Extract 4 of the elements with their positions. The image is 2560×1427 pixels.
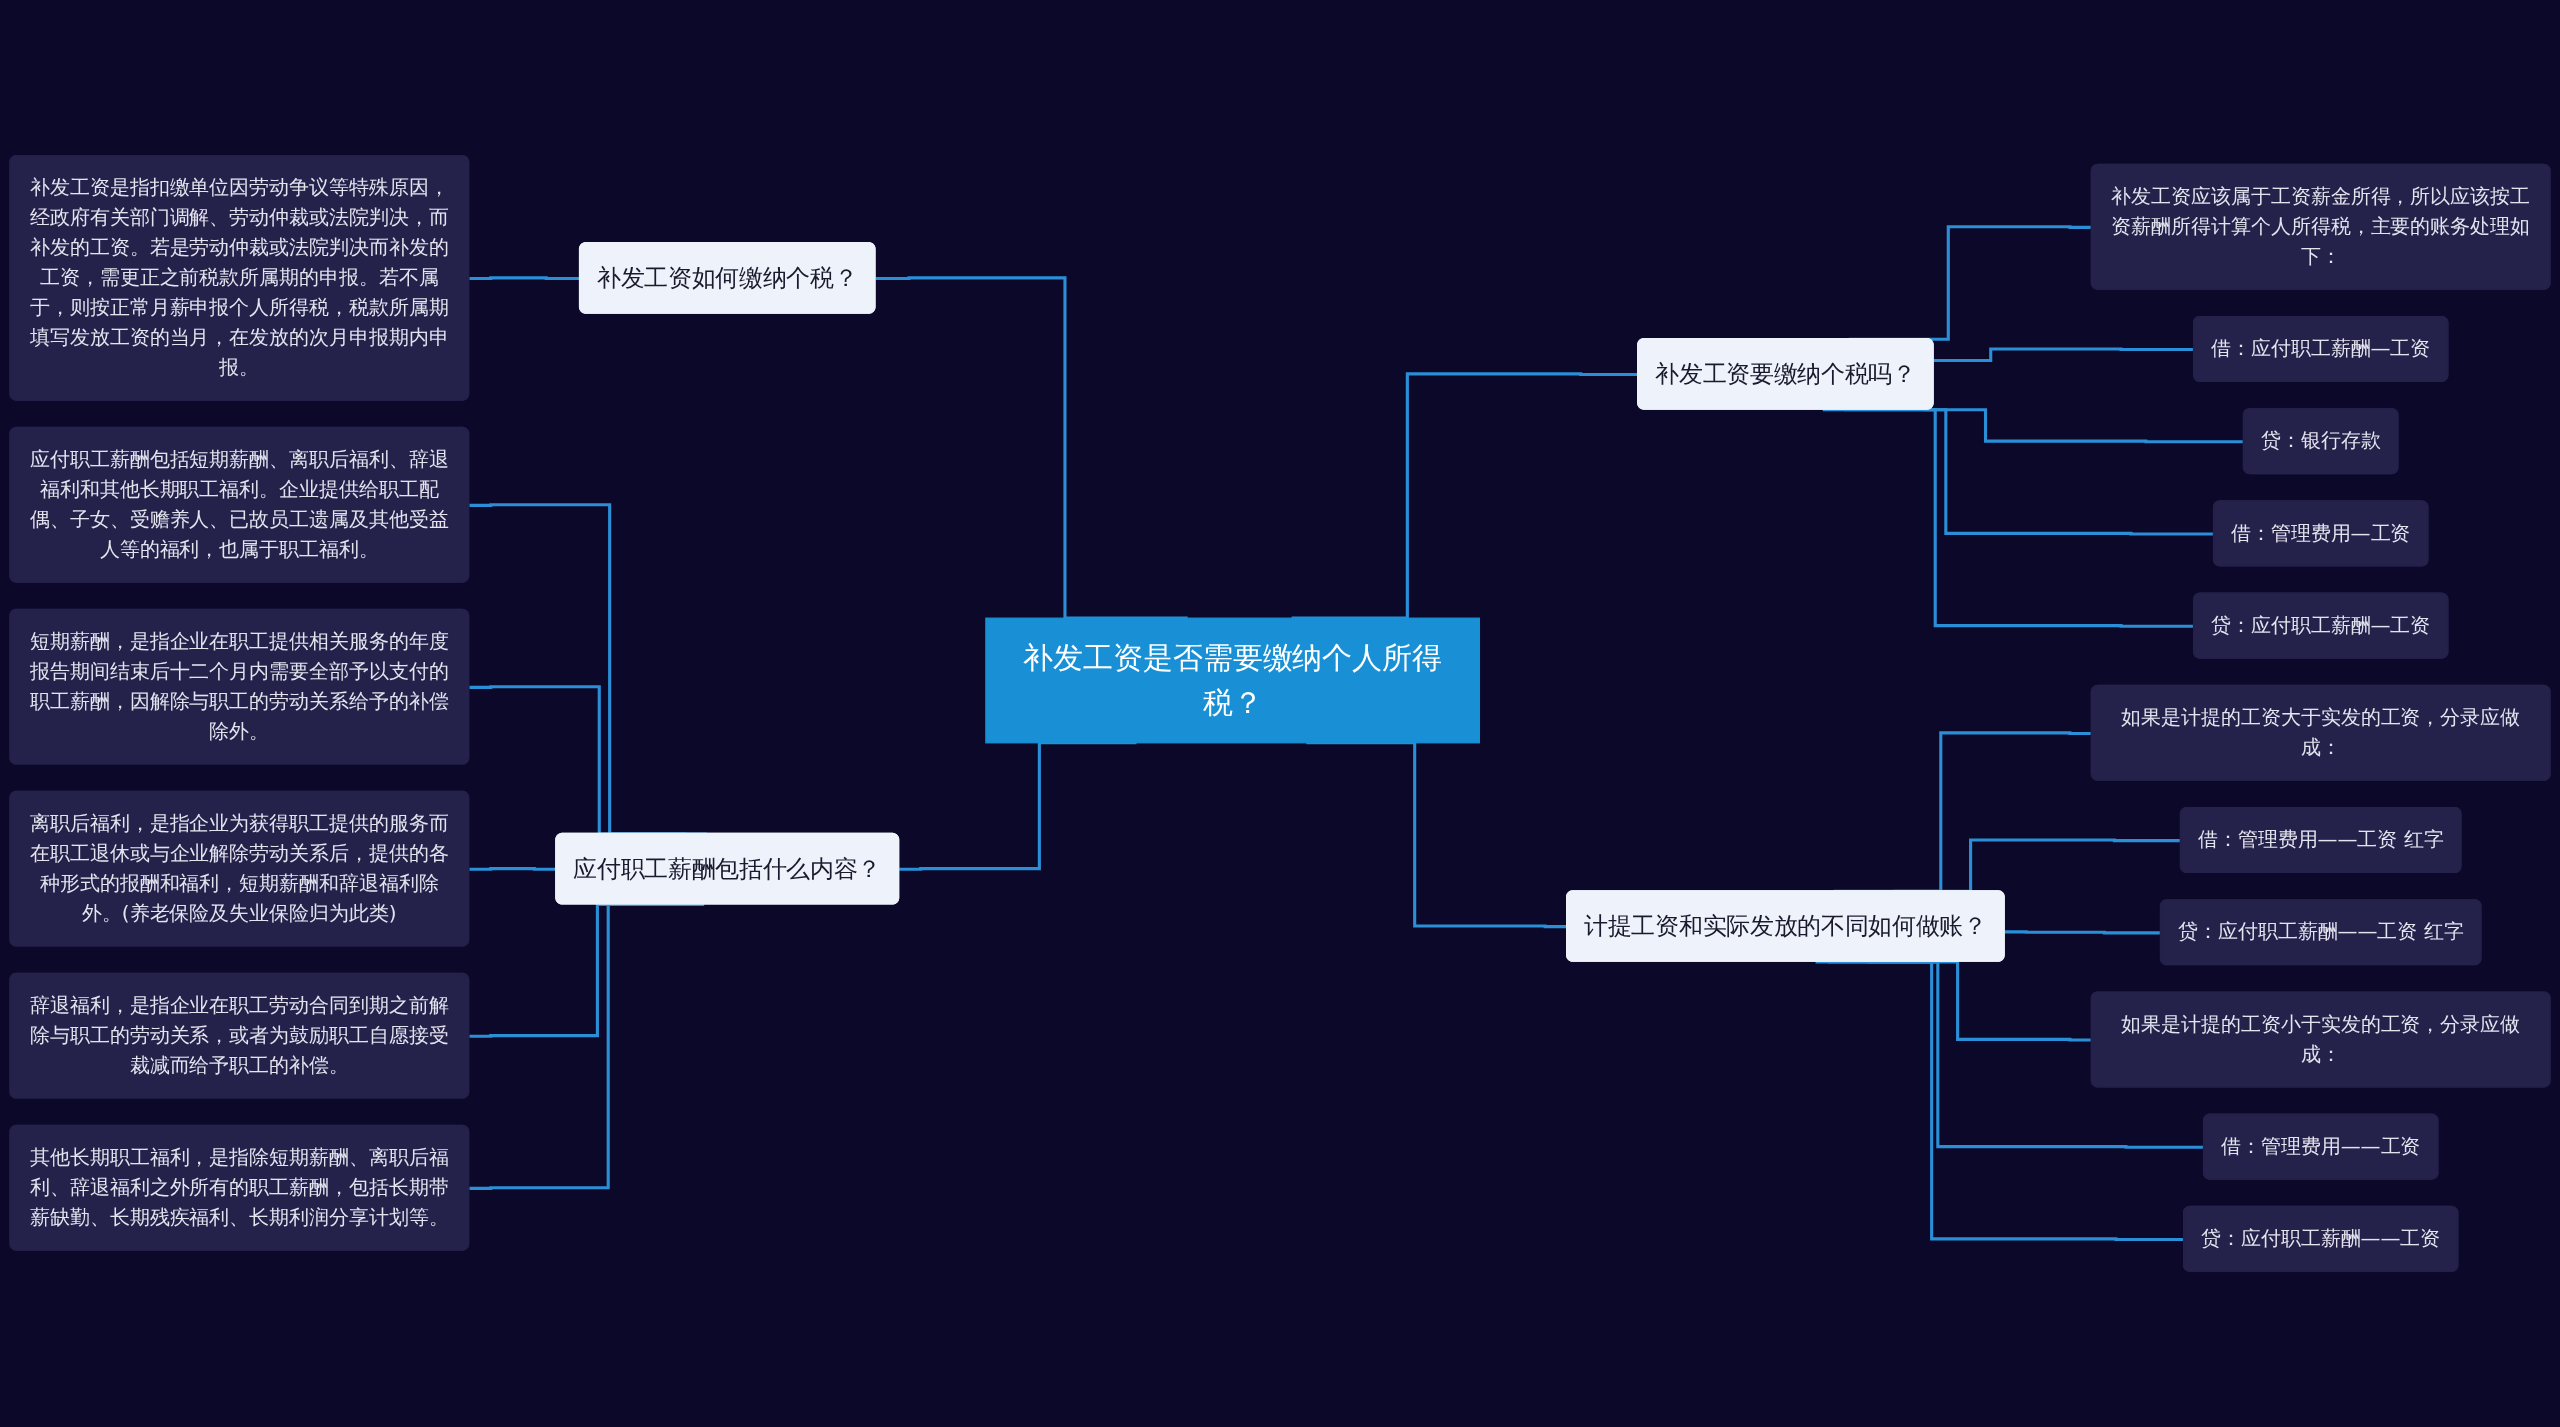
node-box: 补发工资是否需要缴纳个人所得税？ xyxy=(985,617,1481,744)
connector xyxy=(899,741,1137,871)
connector xyxy=(875,276,1188,620)
connector xyxy=(469,902,705,1190)
